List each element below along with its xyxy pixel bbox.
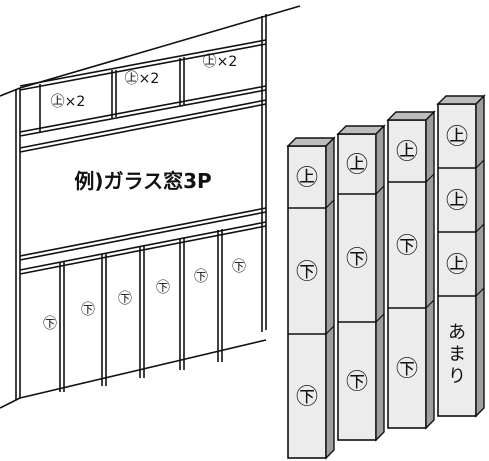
wall-drawing: [0, 5, 301, 409]
board-side: [325, 136, 335, 460]
piece-label: ㊦: [346, 370, 368, 395]
lower-label: ㊦: [194, 269, 208, 285]
board-seam: [375, 313, 385, 323]
piece-label: ㊦: [346, 247, 368, 272]
piece-label: あまり: [448, 322, 466, 387]
piece-label: ㊤: [346, 153, 368, 178]
upper-label: ㊤×2: [125, 71, 160, 87]
piece-label: ㊤: [396, 140, 418, 165]
wall-top-edge: [19, 5, 301, 89]
window-title: 例)ガラス窓3P: [74, 169, 211, 193]
upper-label: ㊤×2: [51, 94, 86, 110]
piece-label: ㊤: [446, 125, 468, 150]
board-front: [387, 119, 427, 429]
lower-label: ㊦: [81, 302, 95, 318]
upper-rail-bottom-2: [19, 89, 267, 137]
board-side: [375, 124, 385, 442]
board-seam: [475, 159, 485, 169]
piece-label: ㊦: [396, 234, 418, 259]
piece-label: ㊦: [296, 385, 318, 410]
window-bottom-edge: [19, 207, 267, 257]
piece-label: ㊦: [396, 357, 418, 382]
board-front: [337, 133, 377, 441]
lower-label: ㊦: [156, 280, 170, 296]
piece-label: ㊤: [296, 166, 318, 191]
lower-label: ㊦: [232, 259, 246, 275]
lower-label: ㊦: [43, 316, 57, 332]
board-seam: [475, 287, 485, 297]
board-seam: [425, 173, 435, 183]
board-seam: [425, 299, 435, 309]
upper-label: ㊤×2: [203, 54, 238, 70]
lower-rail-2: [19, 225, 267, 275]
lower-rail: [19, 221, 267, 271]
board-seam: [375, 185, 385, 195]
board-front: [287, 145, 327, 459]
window-top-edge-2: [19, 103, 267, 153]
wall-bottom-edge-left: [0, 397, 21, 409]
window-top-edge: [19, 99, 267, 149]
upper-rail-bottom: [19, 85, 267, 133]
board-seam: [325, 325, 335, 335]
board-seam: [475, 223, 485, 233]
board-seam: [325, 199, 335, 209]
upper-rail-top-2: [19, 43, 267, 91]
board-side: [425, 110, 435, 430]
piece-label: ㊤: [446, 189, 468, 214]
upper-rail-top: [19, 39, 267, 87]
piece-label: ㊦: [296, 260, 318, 285]
board-column: ㊤㊦㊦: [386, 110, 436, 430]
board-side: [475, 94, 485, 418]
board-column: ㊤㊦㊦: [286, 136, 336, 460]
piece-label: ㊤: [446, 253, 468, 278]
window-bottom-edge-2: [19, 211, 267, 261]
wall-top-edge-left: [0, 87, 21, 97]
lower-label: ㊦: [118, 291, 132, 307]
wall-bottom-edge: [19, 339, 267, 399]
board-column: ㊤㊦㊦: [336, 124, 386, 442]
